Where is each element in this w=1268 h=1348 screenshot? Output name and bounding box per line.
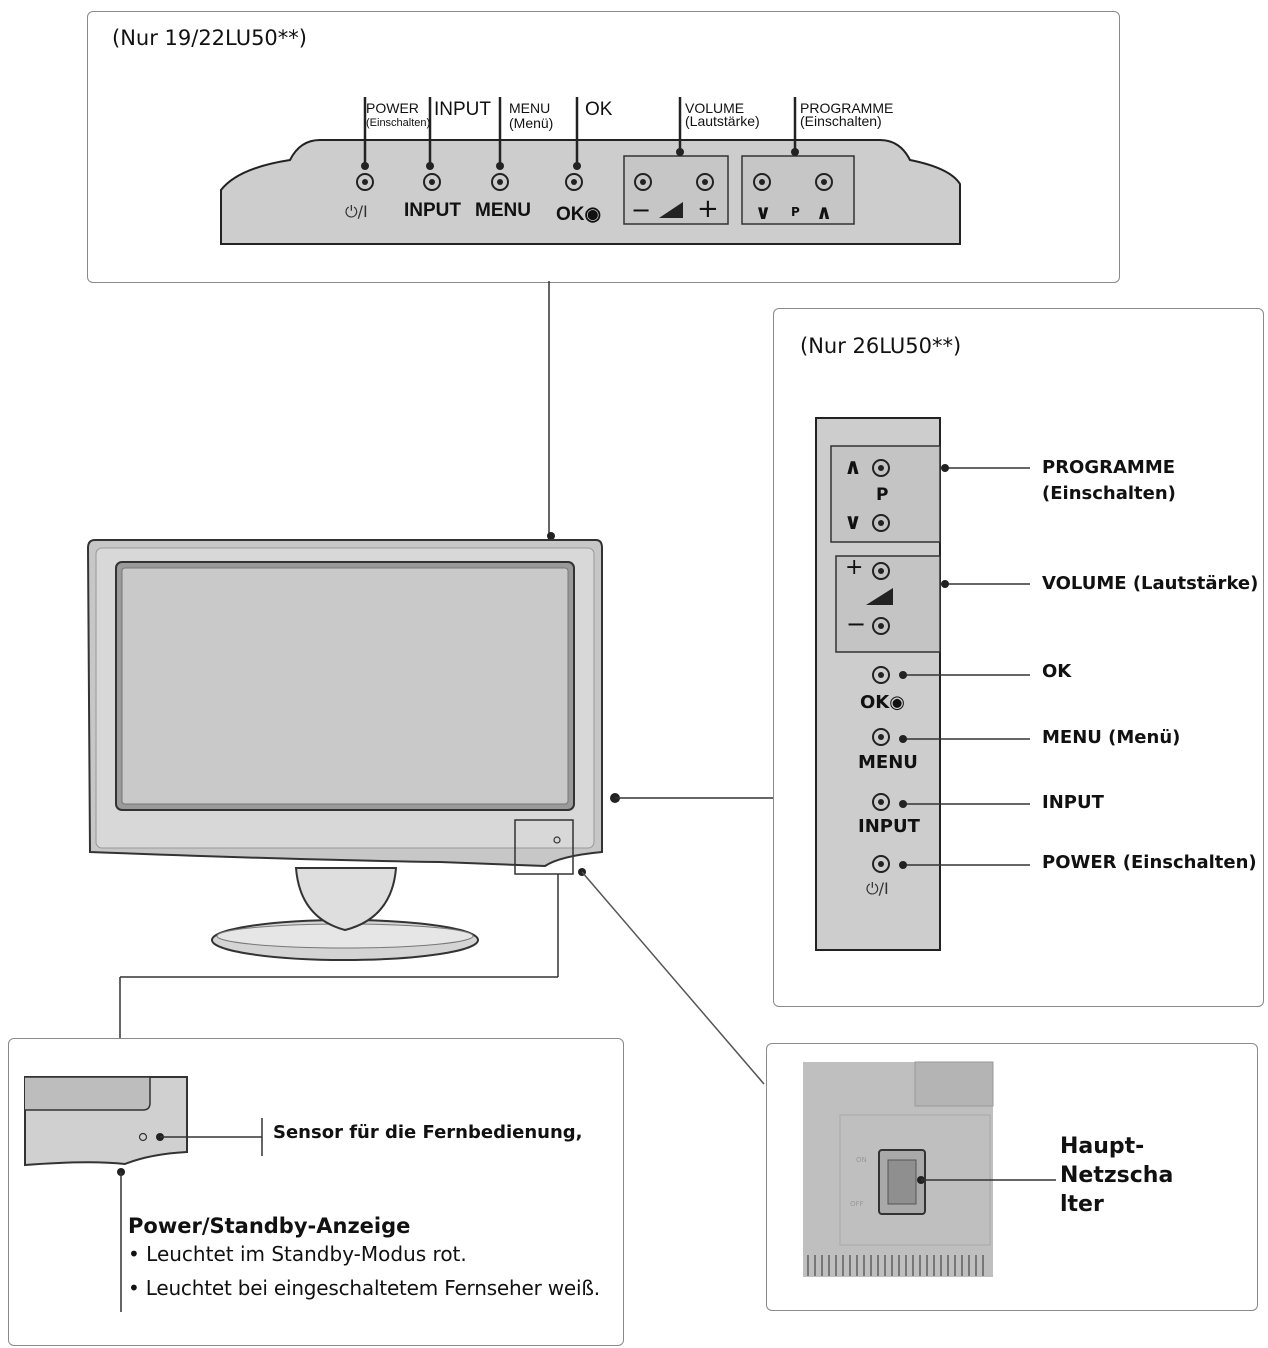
callout-menu: MENU (Menü) [1042,727,1181,748]
side-prog-down-button[interactable]: ∨ [844,510,862,535]
side-volume-wedge-icon [866,588,893,605]
switch-label-line2: Netzscha [1060,1163,1174,1188]
top-vol-plus-button[interactable]: + [697,194,719,224]
label-programme: PROGRAMME [800,100,894,116]
switch-label-line3: lter [1060,1192,1104,1217]
top-power-button-shape [356,173,374,191]
label-ok: OK [585,99,613,120]
label-menu-sub: (Menü) [509,115,554,131]
callout-ok: OK [1042,661,1072,682]
side-panel-note: (Nur 26LU50**) [800,334,962,358]
svg-text:OFF: OFF [850,1200,864,1208]
side-ok-button[interactable]: OK◉ [860,692,905,713]
callout-programme: PROGRAMME [1042,457,1176,478]
top-vol-minus-button[interactable]: − [631,196,652,224]
side-power-button[interactable]: ⏻/I [866,879,889,898]
side-vol-minus-button[interactable]: − [846,610,867,638]
top-ok-button[interactable]: OK◉ [556,204,602,225]
side-input-button[interactable]: INPUT [858,816,920,837]
side-menu-button[interactable]: MENU [858,752,918,773]
indicator-bullet-standby: • Leuchtet im Standby-Modus rot. [128,1242,467,1266]
side-vol-plus-button[interactable]: + [845,555,864,580]
label-volume-sub: (Lautstärke) [685,113,760,129]
side-prog-p-label: P [876,485,889,505]
top-prog-down-button[interactable]: ∨ [755,200,772,224]
side-prog-up-button[interactable]: ∧ [844,455,862,480]
top-prog-p-label: P [791,205,800,219]
callout-input: INPUT [1042,792,1104,813]
label-input: INPUT [434,99,491,120]
top-power-button[interactable]: ⏻/I [345,202,368,221]
top-menu-button[interactable]: MENU [475,200,531,221]
top-panel-note: (Nur 19/22LU50**) [112,26,307,50]
label-programme-sub: (Einschalten) [800,113,882,129]
svg-text:ON: ON [856,1156,867,1164]
sensor-label: Sensor für die Fernbedienung, [273,1122,583,1143]
callout-programme-sub: (Einschalten) [1042,483,1176,504]
volume-wedge-icon [659,202,683,218]
top-input-button[interactable]: INPUT [404,200,461,221]
label-menu: MENU [509,100,551,116]
callout-volume: VOLUME (Lautstärke) [1042,573,1259,594]
label-power-sub: (Einschalten) [366,117,431,129]
indicator-bullet-on: • Leuchtet bei eingeschaltetem Fernseher… [128,1276,600,1300]
callout-power: POWER (Einschalten) [1042,852,1257,873]
label-power: POWER [366,100,419,116]
label-volume: VOLUME [685,100,745,116]
indicator-title: Power/Standby-Anzeige [128,1214,411,1238]
top-prog-up-button[interactable]: ∧ [816,200,833,224]
switch-label-line1: Haupt- [1060,1134,1145,1159]
